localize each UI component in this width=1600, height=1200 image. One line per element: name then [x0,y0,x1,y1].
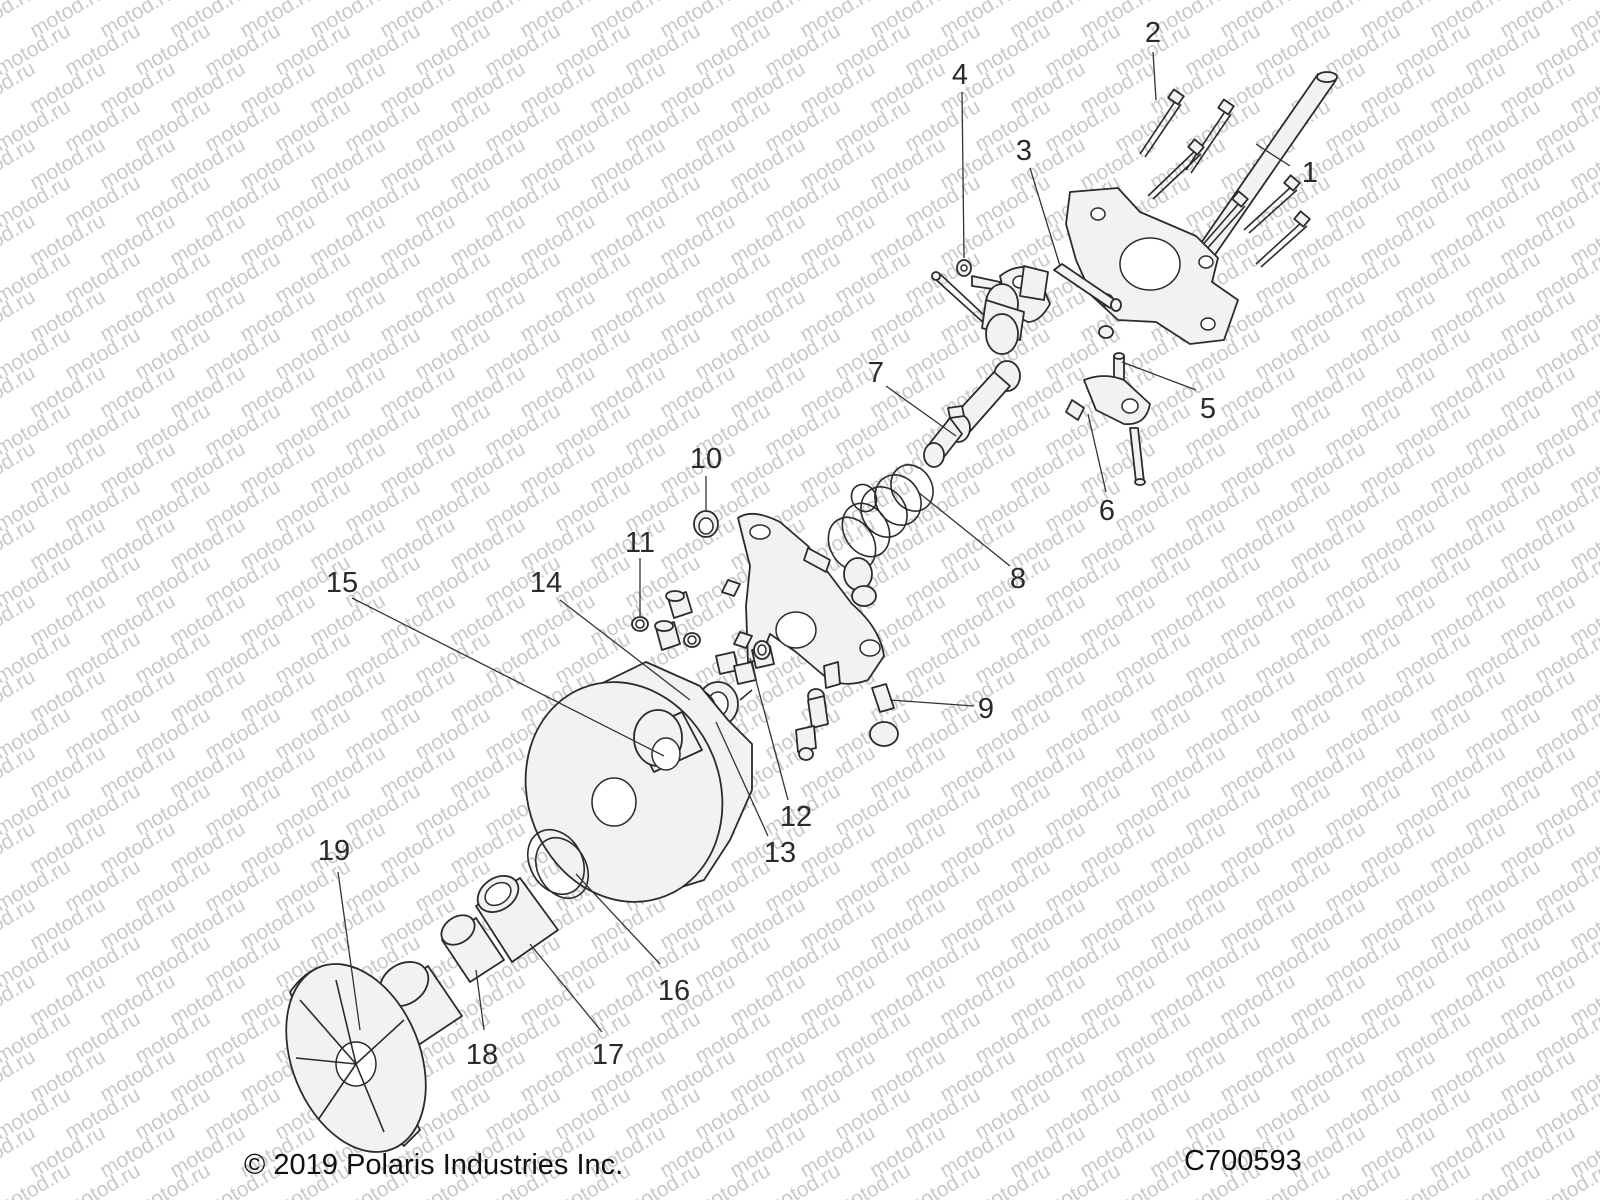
callout-2: 2 [1145,17,1161,49]
callout-9: 9 [978,693,994,725]
drawing-number: C700593 [1184,1145,1302,1177]
callout-14: 14 [530,567,562,599]
callout-17: 17 [592,1039,624,1071]
callout-18: 18 [466,1039,498,1071]
callout-4: 4 [952,59,968,91]
callout-19: 19 [318,835,350,867]
callout-11: 11 [625,527,655,559]
copyright-text: © 2019 Polaris Industries Inc. [244,1149,623,1181]
callout-10: 10 [690,443,722,475]
callout-8: 8 [1010,563,1026,595]
callout-7: 7 [868,357,884,389]
callout-15: 15 [326,567,358,599]
callout-12: 12 [780,801,812,833]
callout-5: 5 [1200,393,1216,425]
part-10-washer [693,510,719,538]
callout-1: 1 [1302,157,1318,189]
callout-6: 6 [1099,495,1115,527]
callout-16: 16 [658,975,690,1007]
callout-3: 3 [1016,135,1032,167]
callout-13: 13 [764,837,796,869]
